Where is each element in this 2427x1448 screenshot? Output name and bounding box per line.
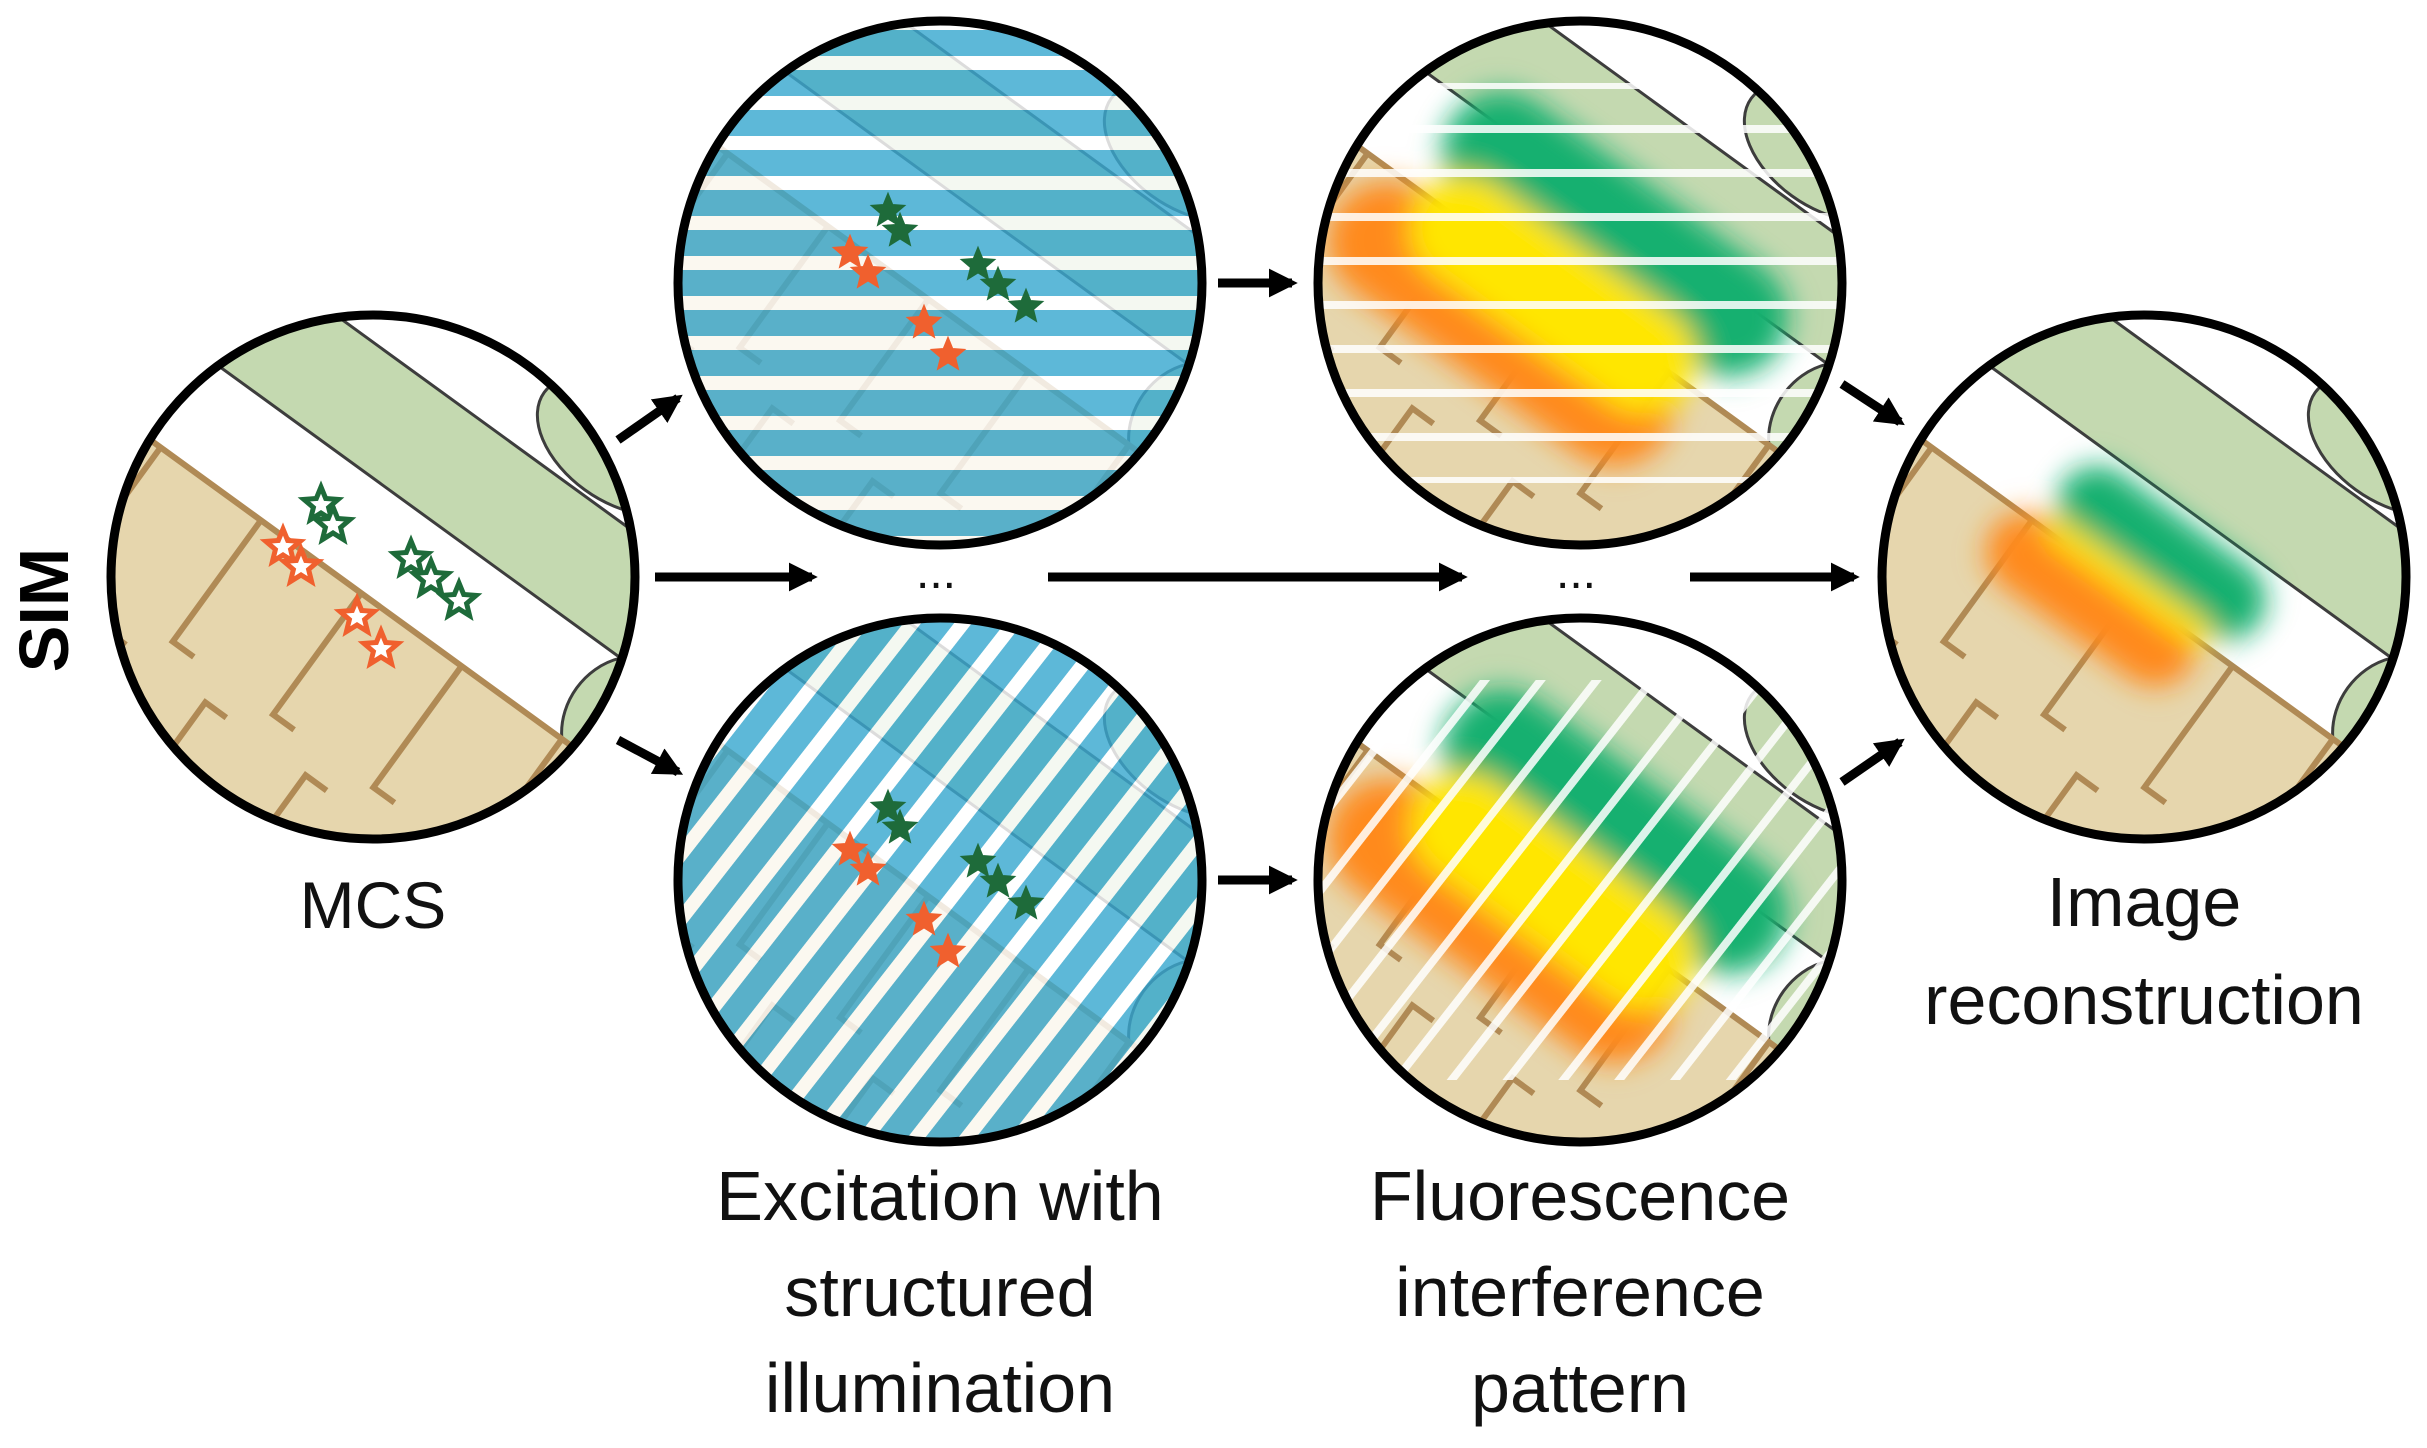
orange-star-marker	[333, 592, 381, 637]
yellow-reconstructed-overlap	[2044, 517, 2212, 646]
green-star-marker	[979, 862, 1017, 898]
green-star-marker	[1007, 287, 1045, 323]
ellipsis-excitation: ...	[916, 546, 956, 599]
orange-star-marker	[277, 542, 325, 587]
green-star-marker	[959, 842, 997, 878]
orange-star-marker	[849, 253, 887, 289]
label-excitation-line-3: illumination	[765, 1349, 1115, 1427]
orange-reconstructed-blob	[1985, 512, 2196, 687]
orange-star-marker	[259, 522, 307, 567]
green-star-marker	[387, 534, 435, 579]
orange-star-marker	[905, 303, 943, 339]
label-mcs: MCS	[300, 868, 447, 942]
orange-star-marker	[929, 335, 967, 371]
green-star-marker	[869, 788, 907, 824]
green-reconstructed-blob	[2056, 465, 2267, 640]
label-excitation-line-1: Excitation with	[716, 1157, 1163, 1235]
green-star-marker	[407, 554, 455, 599]
green-star-marker	[881, 808, 919, 844]
label-reconstruction-line-1: Image	[2047, 863, 2242, 941]
green-star-marker	[435, 576, 483, 621]
green-star-marker	[869, 191, 907, 227]
arrow-top-fluorescence-to-reconstruction	[1839, 380, 1905, 426]
label-fluorescence-line-3: pattern	[1471, 1349, 1689, 1427]
arrow-bottom-fluorescence-to-reconstruction	[1839, 738, 1905, 786]
label-fluorescence-line-1: Fluorescence	[1370, 1157, 1790, 1235]
orange-star-marker	[905, 900, 943, 936]
label-excitation-line-2: structured	[784, 1253, 1095, 1331]
orange-star-marker	[929, 932, 967, 968]
green-star-marker	[1007, 884, 1045, 920]
side-label-sim: SIM	[5, 548, 83, 672]
green-star-marker	[959, 245, 997, 281]
orange-star-marker	[849, 850, 887, 886]
circle-excitation-horizontal	[673, 16, 1207, 550]
arrow-mcs-to-bottom	[615, 736, 684, 776]
orange-star-marker	[831, 233, 869, 269]
green-star-marker	[881, 211, 919, 247]
orange-star-marker	[831, 830, 869, 866]
arrow-mcs-to-top	[615, 394, 683, 444]
structured-illumination-stripes	[678, 618, 1202, 1142]
ellipsis-fluorescence: ...	[1556, 546, 1596, 599]
arrows	[615, 268, 1905, 895]
orange-star-marker	[357, 624, 405, 669]
green-star-marker	[309, 500, 357, 545]
green-star-marker	[979, 265, 1017, 301]
label-fluorescence-line-2: interference	[1395, 1253, 1765, 1331]
structured-illumination-stripes	[678, 21, 1202, 545]
label-reconstruction-line-2: reconstruction	[1924, 961, 2364, 1039]
